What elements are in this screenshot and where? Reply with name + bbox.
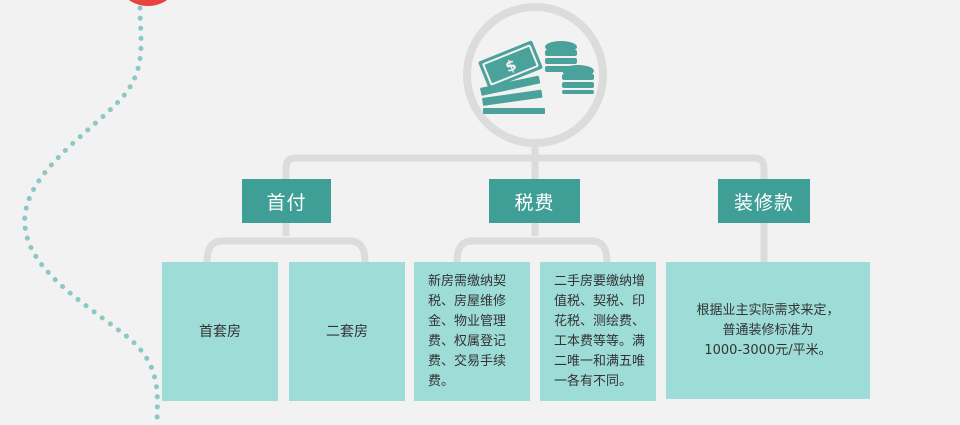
- coin-stack-front: [562, 65, 594, 94]
- detail-first-home: 首套房: [162, 262, 278, 401]
- renovation-text: 根据业主实际需求来定， 普通装修标准为 1000-3000元/平米。: [696, 301, 839, 361]
- renovation-line-2: 普通装修标准为: [722, 322, 814, 338]
- detail-renovation: 根据业主实际需求来定， 普通装修标准为 1000-3000元/平米。: [666, 262, 870, 399]
- money-stack-icon: $: [478, 40, 594, 114]
- detail-resale-tax: 二手房要缴纳增值税、契税、印花税、测绘费、工本费等等。满二唯一和满五唯一各有不同…: [540, 262, 656, 401]
- renovation-line-1: 根据业主实际需求来定，: [696, 302, 840, 318]
- category-down-payment: 首付: [242, 179, 331, 223]
- category-renovation: 装修款: [718, 179, 810, 223]
- connector-lines: [203, 143, 768, 263]
- renovation-line-3: 1000-3000元/平米。: [704, 342, 832, 358]
- detail-new-house-tax: 新房需缴纳契税、房屋维修金、物业管理费、权属登记费、交易手续费。: [414, 262, 530, 401]
- dotted-path-decoration: [22, 5, 160, 425]
- accent-red-circle: [128, 0, 168, 6]
- category-taxes-fees: 税费: [489, 179, 580, 223]
- detail-second-home: 二套房: [289, 262, 405, 401]
